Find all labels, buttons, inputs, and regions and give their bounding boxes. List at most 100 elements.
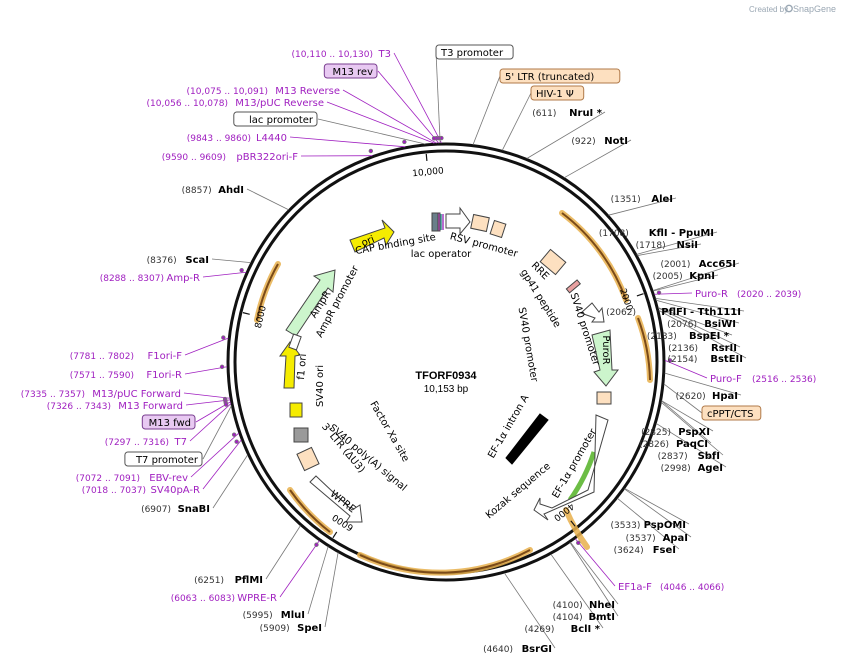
site-t7-promoter[interactable]: T7 promoter (124, 451, 203, 467)
leader-line (501, 92, 532, 151)
site-t3-promoter[interactable]: T3 promoter (435, 44, 514, 60)
site-t7[interactable]: T7(7297 .. 7316) (105, 437, 187, 448)
site-nrui[interactable]: NruI *(611) (532, 108, 603, 119)
leader-line (664, 359, 708, 379)
site-apai[interactable]: ApaI(3537) (626, 533, 688, 544)
ampr-promoter-box (288, 333, 302, 351)
site-m13-rev[interactable]: M13 rev (323, 63, 378, 79)
site-coord: (4104) (553, 613, 583, 623)
site-hiv-1[interactable]: HIV-1 Ψ (530, 85, 585, 101)
site-paqci[interactable]: PaqCI(2826) (639, 439, 708, 450)
site-sv40pa-r[interactable]: SV40pA-R(7018 .. 7037) (82, 485, 200, 496)
sv40-ori-box (289, 402, 303, 418)
inner-label-wpre: WPRE (328, 489, 358, 516)
site-coord: (2516 .. 2536) (752, 375, 816, 385)
site-coord: (6907) (141, 505, 171, 515)
leader-line (664, 372, 742, 396)
site-coord: (9590 .. 9609) (162, 153, 226, 163)
site-box (435, 44, 514, 60)
site-5-ltr-truncated[interactable]: 5' LTR (truncated) (499, 68, 621, 84)
site-l4440[interactable]: L4440(9843 .. 9860) (187, 133, 287, 144)
site-pflmi[interactable]: PflMI(6251) (194, 575, 263, 586)
site-nhei[interactable]: NheI(4100) (553, 600, 615, 611)
site-coord: (2620) (676, 392, 706, 402)
site-cppt-cts[interactable]: cPPT/CTS (701, 405, 762, 421)
site-t3[interactable]: T3(10,110 .. 10,130) (292, 49, 391, 60)
site-f1ori-f[interactable]: F1ori-F(7781 .. 7802) (70, 351, 183, 362)
leader-line (655, 297, 745, 312)
site-acc65i[interactable]: Acc65I(2001) (660, 259, 736, 270)
leader-line (190, 432, 240, 478)
site-bsrgi[interactable]: BsrGI(4640) (483, 644, 552, 655)
credit-created-by: Created by (749, 5, 788, 14)
site-puro-r[interactable]: Puro-R(2020 .. 2039) (695, 289, 801, 300)
site-m13-fwd[interactable]: M13 fwd (141, 414, 196, 430)
site-coord: (2826) (639, 440, 669, 450)
site-m13-reverse[interactable]: M13 Reverse(10,075 .. 10,091) (187, 86, 340, 97)
primer-mark (402, 139, 407, 145)
site-name: M13 Reverse (275, 86, 340, 97)
ltr5-box (470, 213, 490, 233)
site-name: KflI - PpuMI (649, 228, 714, 239)
inner-label-sv40-ori: SV40 ori (315, 365, 326, 407)
site-sbfi[interactable]: SbfI(2837) (658, 451, 720, 462)
site-bcli[interactable]: BclI *(4269) (524, 624, 600, 635)
site-m13-puc-forward[interactable]: M13/pUC Forward(7335 .. 7357) (21, 389, 181, 400)
site-m13-puc-reverse[interactable]: M13/pUC Reverse(10,056 .. 10,078) (147, 98, 324, 109)
leader-line (202, 439, 242, 490)
site-coord: (7571 .. 7590) (70, 371, 134, 381)
site-name: NheI (589, 600, 615, 611)
site-box (233, 111, 318, 127)
site-bspei[interactable]: BspEI *(2133) (647, 331, 730, 342)
site-mlui[interactable]: MluI (5995) (243, 610, 305, 621)
site-m13-forward[interactable]: M13 Forward(7326 .. 7343) (47, 401, 183, 412)
site-nsii[interactable]: NsiI(1718) (636, 240, 698, 251)
site-snabi[interactable]: SnaBI(6907) (141, 504, 210, 515)
site-rsrii[interactable]: RsrII(2136) (668, 343, 737, 354)
site-spei[interactable]: SpeI(5909) (260, 623, 322, 634)
site-pspomi[interactable]: PspOMI(3533) (610, 520, 686, 531)
site-pspxi[interactable]: PspXI(2825) (641, 427, 710, 438)
site-kfli-ppumi[interactable]: KflI - PpuMI(1708) (599, 228, 714, 239)
site-name: L4440 (256, 133, 287, 144)
site-name: HpaI (712, 391, 738, 402)
site-name: SpeI (297, 623, 322, 634)
site-name: ApaI (663, 533, 688, 544)
site-lac-promoter[interactable]: lac promoter (233, 111, 318, 127)
site-coord: (4046 .. 4066) (660, 583, 724, 593)
site-ahdi[interactable]: AhdI(8857) (182, 185, 244, 196)
leader-line (550, 553, 604, 629)
wpre-arrow (309, 475, 363, 523)
site-name: MluI (281, 610, 305, 621)
site-fsei[interactable]: FseI(3624) (614, 545, 676, 556)
leader-line (574, 538, 616, 587)
site-ef1a-f[interactable]: EF1a-F(4046 .. 4066) (618, 582, 724, 593)
site-f1ori-r[interactable]: F1ori-R(7571 .. 7590) (70, 370, 182, 381)
site-scai[interactable]: ScaI(8376) (147, 255, 209, 266)
site-alei[interactable]: AleI(1351) (611, 194, 673, 205)
site-pflfi-tth111i[interactable]: PflFI - Tth111I(2062) (606, 307, 741, 318)
site-kpni[interactable]: KpnI(2005) (653, 271, 715, 282)
site-bmti[interactable]: BmtI(4104) (553, 612, 615, 623)
site-coord: (8376) (147, 256, 177, 266)
site-ebv-rev[interactable]: EBV-rev(7072 .. 7091) (76, 473, 188, 484)
site-puro-f[interactable]: Puro-F(2516 .. 2536) (710, 374, 816, 385)
site-coord: (5995) (243, 611, 273, 621)
leader-line (637, 243, 702, 256)
site-coord: (6251) (194, 576, 224, 586)
plasmid-name: TFORF0934 (415, 370, 477, 382)
site-hpai[interactable]: HpaI (2620) (676, 391, 738, 402)
site-noti[interactable]: NotI(922) (571, 136, 628, 147)
site-bsteii[interactable]: BstEII(2154) (667, 354, 743, 365)
site-pbr322ori-f[interactable]: pBR322ori-F(9590 .. 9609) (162, 152, 299, 163)
site-name: SV40pA-R (151, 485, 200, 496)
site-bsiwi[interactable]: BsiWI(2076) (667, 319, 736, 330)
site-labels: T3(10,110 .. 10,130) M13 rev T3 promoter 5'… (21, 44, 816, 655)
leader-line (183, 392, 231, 399)
leader-line (663, 383, 703, 414)
inner-label-puror: PuroR (600, 335, 611, 364)
puror-arrow (591, 329, 619, 387)
site-wpre-r[interactable]: WPRE-R(6063 .. 6083) (171, 593, 277, 604)
site-amp-r[interactable]: Amp-R(8288 .. 8307) (100, 273, 200, 284)
site-agei[interactable]: AgeI(2998) (661, 463, 723, 474)
